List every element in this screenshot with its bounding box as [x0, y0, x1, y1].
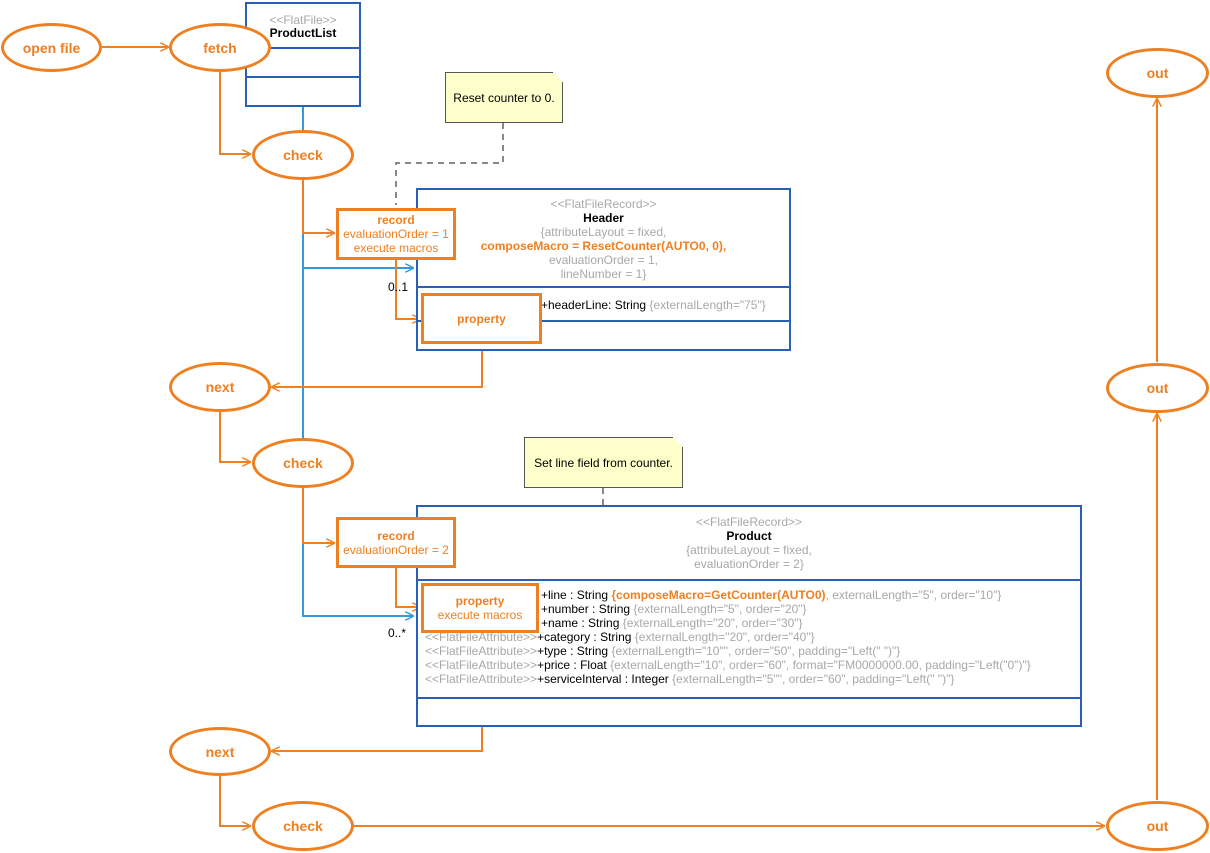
property-step-product[interactable]: property execute macros [421, 583, 539, 633]
product-attr-number: +number : String {externalLength="5", or… [541, 602, 807, 616]
attr-stereotype: <<FlatFileAttribute>> [425, 630, 538, 644]
attr-tag: {externalLength="75"} [649, 298, 766, 312]
out-node-2[interactable]: out [1106, 363, 1209, 413]
step-detail: execute macros [353, 241, 439, 255]
attr-tag: {externalLength="5"", order="60", paddin… [672, 672, 955, 686]
record-step-header[interactable]: record evaluationOrder = 1 execute macro… [336, 208, 456, 260]
attr-signature: +name : String [541, 616, 623, 630]
product-record-class[interactable]: <<FlatFileRecord>> Product {attributeLay… [416, 505, 1082, 727]
attr-signature: +number : String [541, 602, 634, 616]
attr-stereotype: <<FlatFileAttribute>> [425, 658, 538, 672]
record-step-product[interactable]: record evaluationOrder = 2 [336, 517, 456, 568]
reset-note-anchor [395, 123, 504, 205]
flow-record-to-property-product [395, 568, 420, 607]
note-reset-counter[interactable]: Reset counter to 0. [445, 72, 563, 123]
check-node-3[interactable]: check [252, 801, 354, 851]
step-detail: execute macros [437, 608, 523, 622]
product-tag-evaluation-order: evaluationOrder = 2} [694, 557, 804, 571]
step-title: record [377, 213, 415, 227]
property-step-header[interactable]: property [421, 293, 542, 344]
product-name: Product [726, 529, 772, 543]
header-stereotype: <<FlatFileRecord>> [550, 197, 657, 211]
flow-next-to-check-3 [219, 776, 250, 826]
attr-tag: {externalLength="10", order="60", format… [610, 658, 1031, 672]
open-file-node[interactable]: open file [1, 23, 102, 72]
product-stereotype: <<FlatFileRecord>> [695, 515, 803, 529]
product-operations-divider [418, 697, 1080, 699]
control-flow [102, 47, 1157, 826]
productlist-operations-divider [247, 76, 359, 78]
flow-fetch-to-check [219, 72, 250, 154]
attr-tag: {externalLength="5", order="20"} [633, 602, 807, 616]
out-node-1[interactable]: out [1106, 48, 1209, 98]
header-tag-layout: {attributeLayout = fixed, [540, 225, 667, 239]
next-node-1[interactable]: next [169, 362, 271, 412]
check-node-2[interactable]: check [252, 438, 354, 488]
product-attr-line: +line : String {composeMacro=GetCounter(… [541, 588, 1001, 602]
attr-macro: {composeMacro=GetCounter(AUTO0) [611, 588, 826, 602]
product-attr-type: <<FlatFileAttribute>>+type : String {ext… [425, 644, 900, 658]
step-detail: evaluationOrder = 1 [343, 227, 449, 241]
out-node-3[interactable]: out [1106, 801, 1209, 851]
flow-record-to-property-header [395, 260, 420, 319]
note-fold-corner [673, 437, 683, 447]
fetch-node[interactable]: fetch [169, 23, 271, 72]
header-tag-line-number: lineNumber = 1} [560, 267, 647, 281]
note-text: Set line field from counter. [534, 455, 673, 470]
product-attr-price: <<FlatFileAttribute>>+price : Float {ext… [425, 658, 1031, 672]
productlist-attributes-divider [247, 47, 359, 49]
header-operations-divider [418, 320, 789, 322]
flow-next-to-check-2 [219, 412, 250, 462]
attr-tag: , externalLength="5", order="10"} [825, 588, 1002, 602]
attr-signature: +line : String [541, 588, 612, 602]
product-attr-service-interval: <<FlatFileAttribute>>+serviceInterval : … [425, 672, 954, 686]
header-name: Header [583, 211, 624, 225]
productlist-name: ProductList [269, 26, 337, 40]
header-tag-compose-macro: composeMacro = ResetCounter(AUTO0, 0), [480, 239, 727, 253]
flow-check-to-record-product [302, 488, 334, 543]
attr-signature: +price : Float [537, 658, 611, 672]
note-text: Reset counter to 0. [453, 90, 555, 105]
header-attributes-divider [418, 286, 789, 288]
productlist-stereotype: <<FlatFile>> [269, 13, 337, 27]
attr-tag: {externalLength="10"", order="50", paddi… [611, 644, 901, 658]
attr-stereotype: <<FlatFileAttribute>> [425, 672, 538, 686]
header-record-class[interactable]: <<FlatFileRecord>> Header {attributeLayo… [416, 188, 791, 351]
next-node-2[interactable]: next [169, 727, 271, 776]
step-detail: evaluationOrder = 2 [343, 542, 449, 557]
product-attributes-divider [418, 579, 1080, 581]
step-title: property [457, 311, 506, 326]
product-attr-name: +name : String {externalLength="20", ord… [541, 616, 803, 630]
product-tag-layout: {attributeLayout = fixed, [686, 543, 812, 557]
check-node-1[interactable]: check [252, 130, 354, 180]
multiplicity-header: 0..1 [388, 280, 409, 294]
header-attr-headerline: +headerLine: String {externalLength="75"… [541, 298, 766, 312]
multiplicity-product: 0..* [388, 626, 407, 640]
attr-signature: +serviceInterval : Integer [537, 672, 673, 686]
attr-signature: +type : String [537, 644, 612, 658]
flow-check-to-record-header [302, 180, 334, 233]
product-attr-category: <<FlatFileAttribute>>+category : String … [425, 630, 815, 644]
flow-property-to-next-1 [272, 344, 483, 387]
header-tag-evaluation-order: evaluationOrder = 1, [548, 253, 659, 267]
note-fold-corner [553, 72, 563, 82]
attr-signature: +category : String [537, 630, 635, 644]
product-association-link [302, 268, 413, 616]
attr-stereotype: <<FlatFileAttribute>> [425, 644, 538, 658]
step-title: property [455, 594, 505, 608]
attr-signature: +headerLine: String [541, 298, 650, 312]
attr-tag: {externalLength="20", order="30"} [622, 616, 803, 630]
note-set-line-field[interactable]: Set line field from counter. [524, 437, 683, 488]
attr-tag: {externalLength="20", order="40"} [634, 630, 815, 644]
step-title: record [377, 528, 415, 543]
